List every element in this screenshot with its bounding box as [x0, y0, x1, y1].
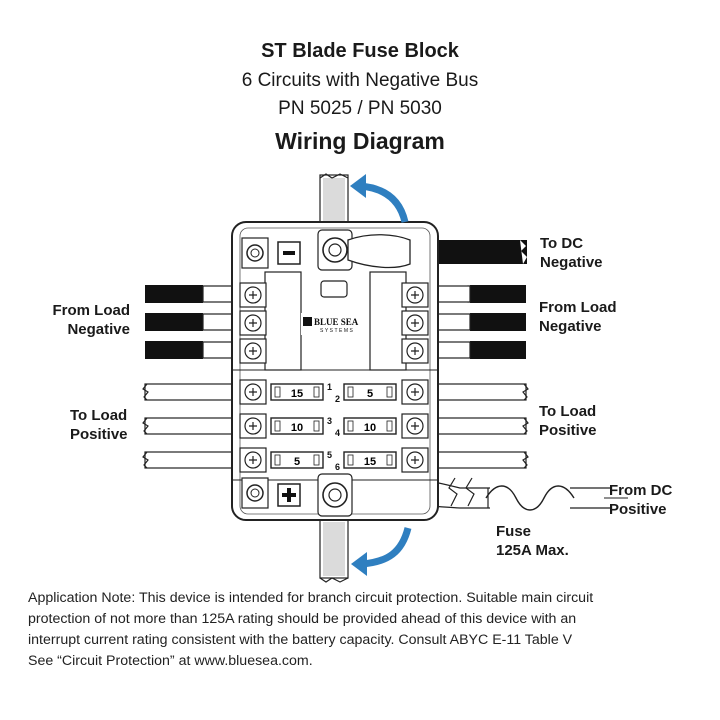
circuit-number-5: 5 — [327, 450, 332, 460]
negative-bus-posts — [241, 229, 411, 271]
screw-right-neg-3 — [401, 338, 429, 364]
circuit-number-6: 6 — [335, 462, 340, 472]
right-negative-wires — [429, 285, 526, 359]
fuse-1[interactable]: 15 — [270, 383, 324, 401]
bottom-arrow-icon — [351, 527, 412, 576]
fuse-6-rating: 15 — [364, 456, 376, 468]
screw-left-pos-2 — [239, 413, 267, 439]
blue-sea-logo: BLUE SEA SYSTEMS — [301, 313, 369, 335]
positive-bus-posts — [241, 473, 353, 517]
screw-right-pos-2 — [401, 413, 429, 439]
fuse-5-rating: 5 — [294, 456, 300, 468]
fuse-5[interactable]: 5 — [270, 451, 324, 469]
note-line-2: protection of not more than 125A rating … — [28, 611, 577, 627]
negative-terminal-icon — [277, 241, 301, 265]
screw-right-pos-1 — [401, 379, 429, 405]
fuse-6[interactable]: 15 — [343, 451, 397, 469]
diagram-title: ST Blade Fuse Block — [261, 40, 459, 62]
diagram-subtitle: 6 Circuits with Negative Bus — [241, 70, 479, 91]
label-from-load-negative-right: From Load Negative — [539, 299, 617, 335]
note-line-3: interrupt current rating consistent with… — [28, 632, 573, 648]
positive-terminal-icon — [277, 483, 301, 507]
fuse-4-rating: 10 — [364, 422, 376, 434]
fuse-3[interactable]: 10 — [270, 417, 324, 435]
screw-left-pos-1 — [239, 379, 267, 405]
left-negative-wires — [145, 285, 242, 359]
label-from-dc-positive: From DC Positive — [609, 482, 673, 518]
fuse-3-rating: 10 — [291, 422, 303, 434]
screw-left-neg-3 — [239, 338, 267, 364]
brand-name: BLUE SEA — [314, 317, 359, 327]
fuse-1-rating: 15 — [291, 388, 303, 400]
screw-left-neg-1 — [239, 282, 267, 308]
screw-left-pos-3 — [239, 447, 267, 473]
fuse-symbol — [485, 485, 575, 511]
screw-right-neg-1 — [401, 282, 429, 308]
screw-left-neg-2 — [239, 310, 267, 336]
bottom-cable — [319, 519, 349, 583]
label-to-dc-negative: To DC Negative — [540, 235, 603, 271]
note-line-4: See “Circuit Protection” at www.bluesea.… — [28, 653, 313, 669]
brand-subname: SYSTEMS — [320, 328, 354, 334]
screw-right-pos-3 — [401, 447, 429, 473]
wiring-diagram-heading: Wiring Diagram — [275, 128, 445, 154]
left-positive-wires — [142, 383, 242, 469]
circuit-number-2: 2 — [335, 394, 340, 404]
top-arrow-icon — [350, 174, 409, 223]
label-fuse: Fuse 125A Max. — [496, 523, 569, 559]
right-positive-wires — [429, 383, 529, 469]
fuse-4[interactable]: 10 — [343, 417, 397, 435]
fuse-block — [231, 221, 439, 521]
application-note: Application Note: This device is intende… — [28, 588, 698, 672]
label-from-load-negative-left: From Load Negative — [52, 302, 131, 338]
part-numbers: PN 5025 / PN 5030 — [278, 98, 442, 119]
circuit-number-3: 3 — [327, 416, 332, 426]
label-to-load-positive-left: To Load Positive — [70, 407, 128, 443]
circuit-number-4: 4 — [335, 428, 340, 438]
fuse-2[interactable]: 5 — [343, 383, 397, 401]
fuse-2-rating: 5 — [367, 388, 373, 400]
screw-right-neg-2 — [401, 310, 429, 336]
note-line-1: Application Note: This device is intende… — [28, 590, 594, 606]
label-to-load-positive-right: To Load Positive — [539, 403, 597, 439]
circuit-number-1: 1 — [327, 382, 332, 392]
screw-terminals — [239, 282, 429, 473]
